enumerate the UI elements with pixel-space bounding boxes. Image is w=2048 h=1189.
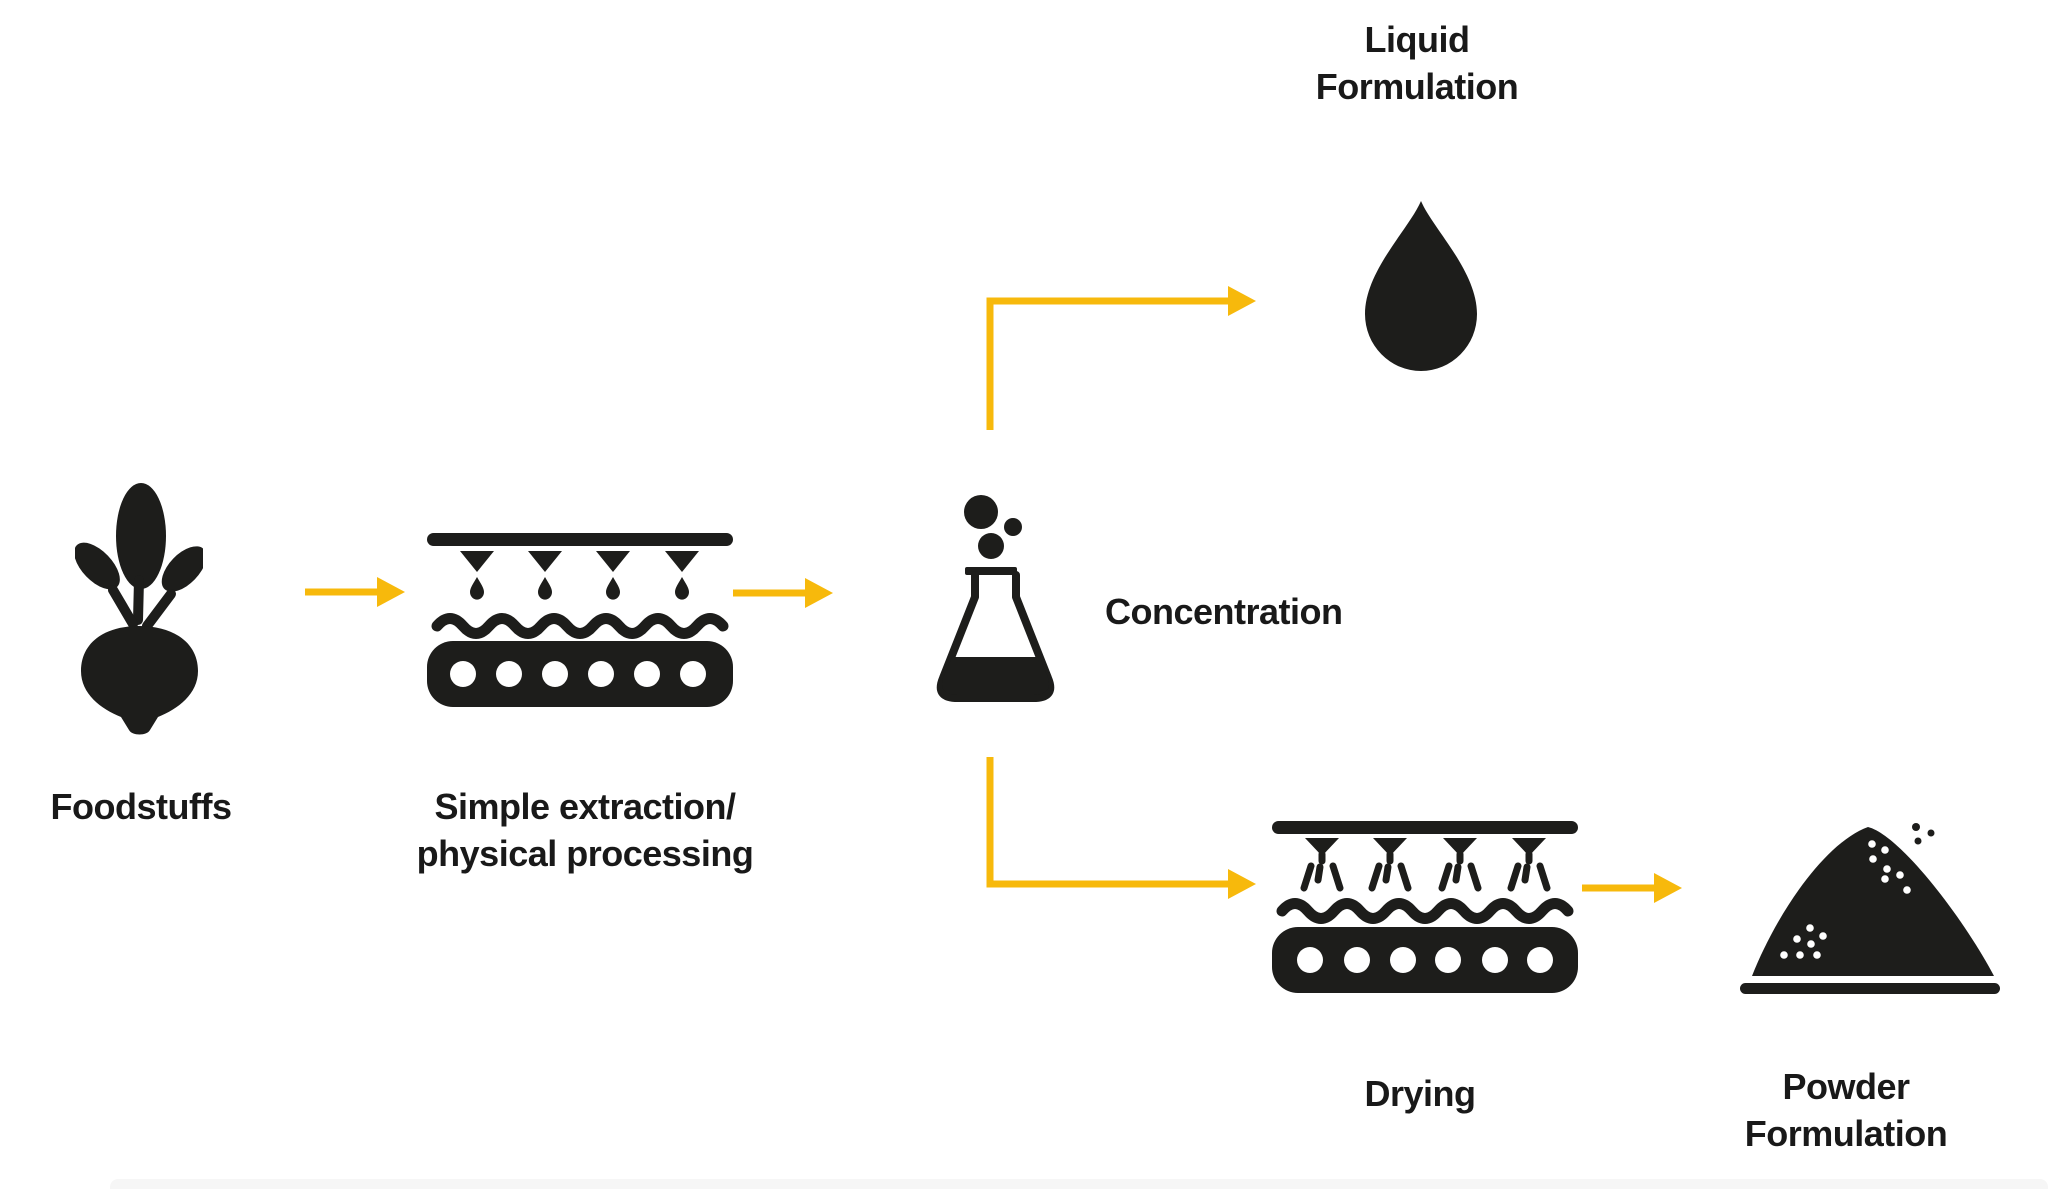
extraction-label: Simple extraction/ physical processing	[385, 783, 785, 877]
liquid-formulation-label-line1: Liquid	[1364, 19, 1470, 60]
arrow-extraction-to-concentration	[733, 578, 833, 608]
arrow-drying-to-powder-formulation	[1582, 873, 1682, 903]
powder-pile-icon	[1738, 823, 2002, 995]
liquid-formulation-label-line2: Formulation	[1315, 66, 1519, 107]
powder-formulation-label-line1: Powder	[1782, 1066, 1910, 1107]
concentration-label: Concentration	[1105, 588, 1405, 635]
bubbling-flask-icon	[928, 485, 1063, 707]
spray-extractor-icon	[425, 531, 735, 709]
connector-concentration-to-drying	[986, 757, 1256, 899]
liquid-formulation-label: Liquid Formulation	[1297, 16, 1537, 110]
arrow-foodstuffs-to-extraction	[305, 577, 405, 607]
powder-formulation-label-line2: Formulation	[1744, 1113, 1948, 1154]
extraction-label-line1: Simple extraction/	[434, 786, 736, 827]
drying-label-text: Drying	[1364, 1073, 1476, 1114]
drying-label: Drying	[1320, 1070, 1520, 1117]
bottom-edge-bar	[110, 1179, 2048, 1189]
foodstuffs-label-text: Foodstuffs	[50, 786, 232, 827]
spray-dryer-icon	[1270, 818, 1580, 996]
droplet-icon	[1365, 201, 1477, 371]
beet-icon	[75, 480, 203, 736]
connector-concentration-to-liquid-formulation	[986, 286, 1256, 430]
concentration-label-text: Concentration	[1105, 591, 1343, 632]
powder-formulation-label: Powder Formulation	[1726, 1063, 1966, 1157]
foodstuffs-label: Foodstuffs	[11, 783, 271, 830]
extraction-label-line2: physical processing	[416, 833, 754, 874]
